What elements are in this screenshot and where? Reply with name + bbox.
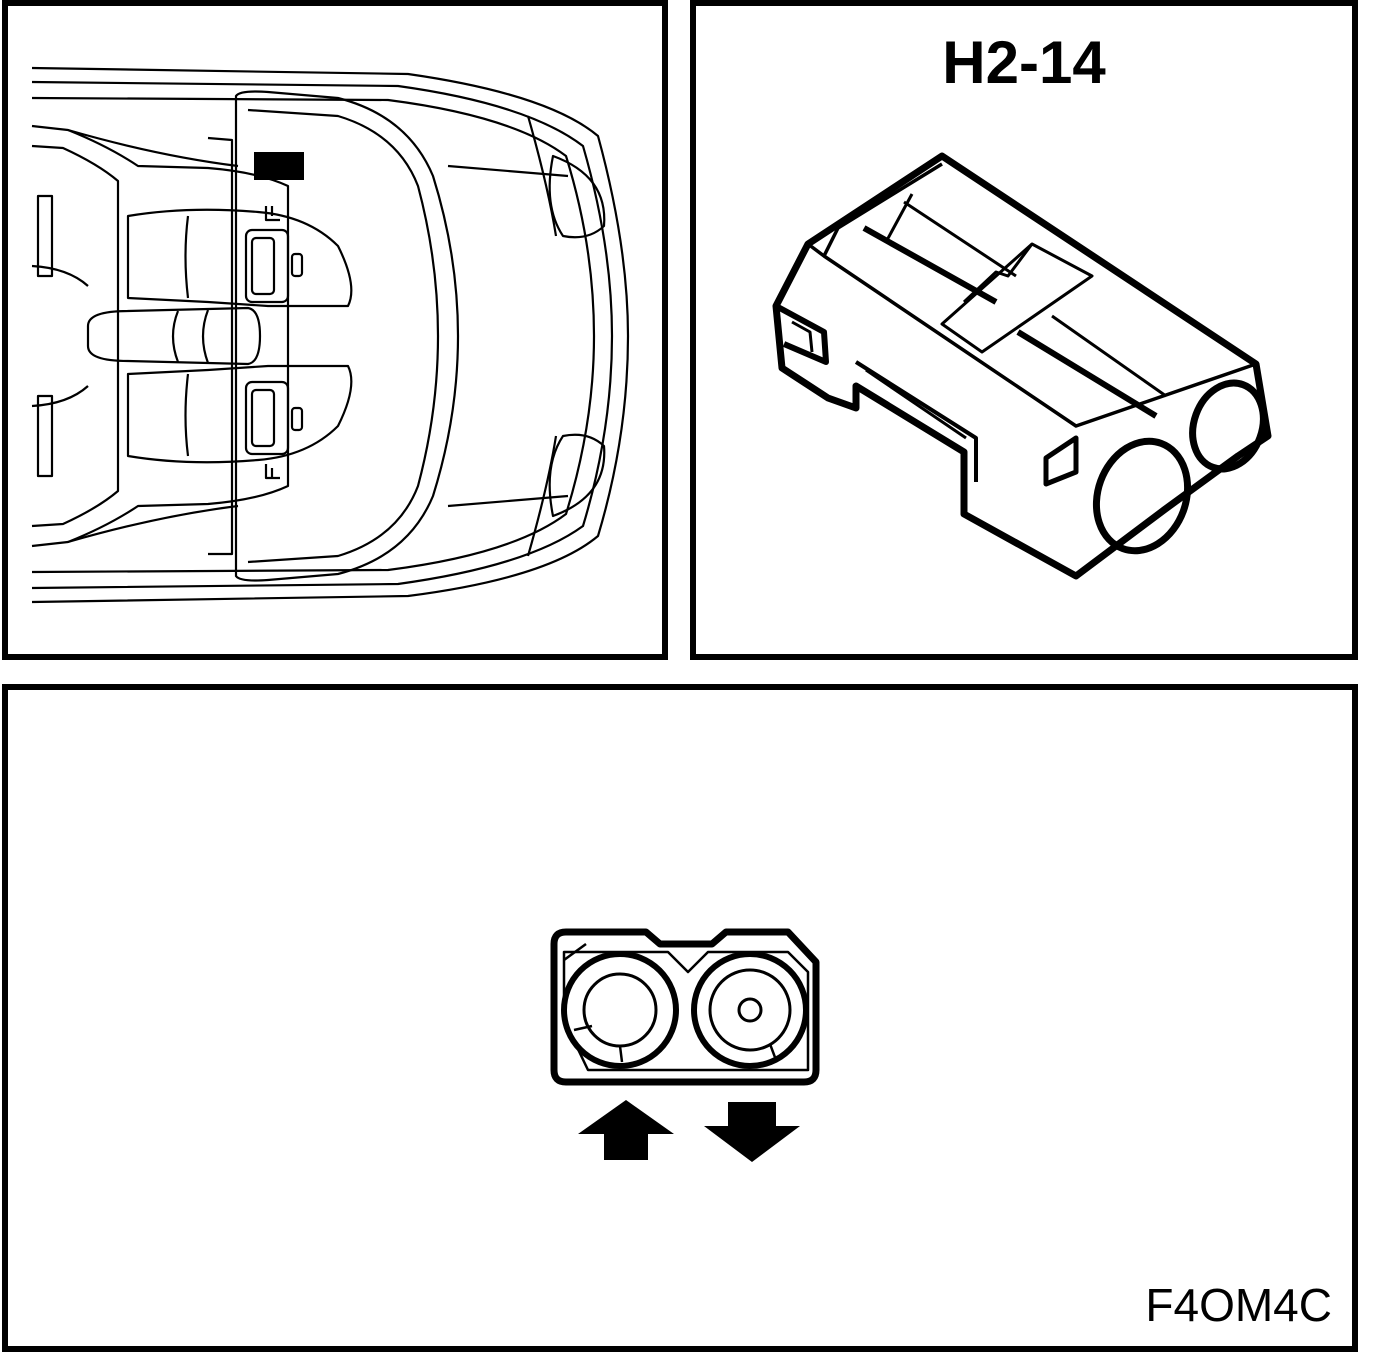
connector-face-panel: F4OM4C (2, 684, 1358, 1352)
vehicle-top-view-icon (31, 66, 630, 604)
figure-code-label: F4OM4C (1145, 1279, 1332, 1331)
location-marker (254, 152, 304, 180)
arrow-up-icon (578, 1100, 674, 1160)
arrow-down-icon (704, 1102, 800, 1162)
connector-face-icon (550, 928, 820, 1162)
connector-view-panel: H2-14 (690, 0, 1358, 660)
connector-id-label: H2-14 (942, 29, 1106, 96)
connector-isometric-icon (772, 152, 1272, 580)
vehicle-location-panel (2, 0, 668, 660)
